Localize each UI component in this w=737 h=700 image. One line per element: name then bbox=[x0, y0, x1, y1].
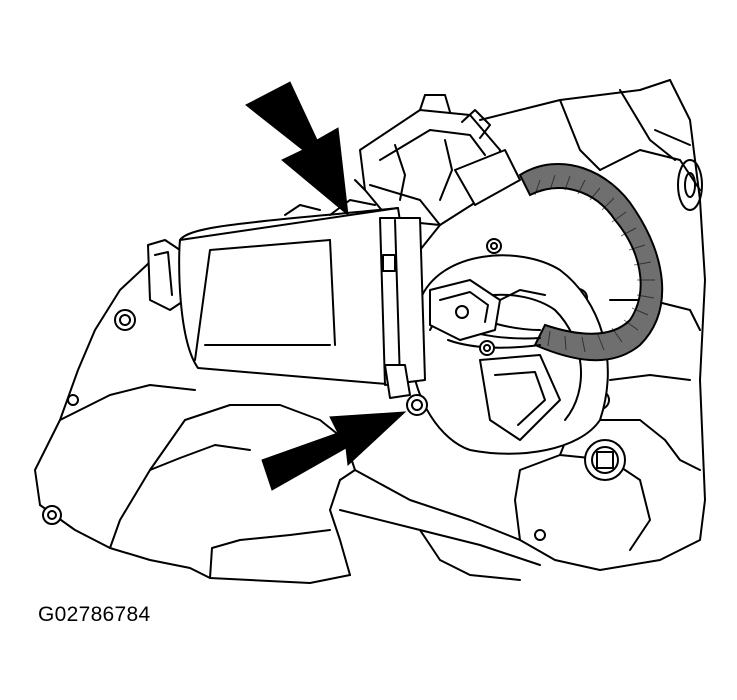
harness-texture bbox=[534, 174, 655, 353]
arrow-upper-icon bbox=[245, 81, 349, 217]
figure-id-label: G02786784 bbox=[38, 603, 151, 626]
terminal-wires bbox=[429, 279, 546, 356]
electrical-connector bbox=[354, 94, 521, 251]
mounting-bolt bbox=[406, 394, 428, 416]
actuator-motor bbox=[147, 199, 426, 399]
arrow-lower-icon bbox=[261, 411, 407, 491]
